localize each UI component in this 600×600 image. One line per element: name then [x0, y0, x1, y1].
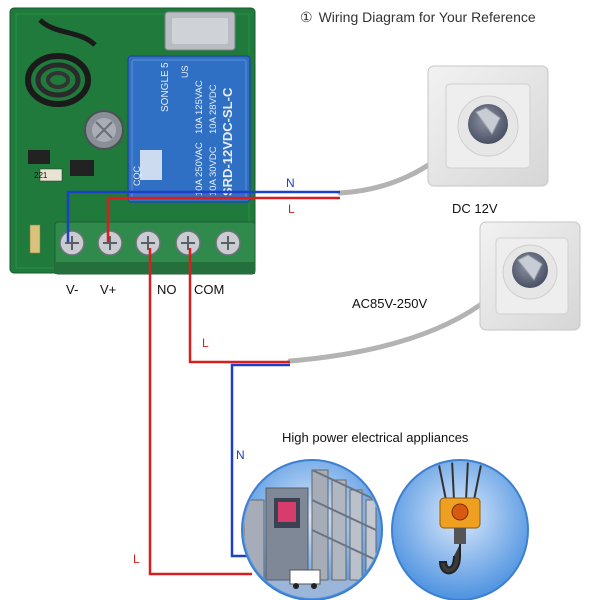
ac-source-label: AC85V-250V [352, 296, 428, 311]
terminal-label-v-minus: V- [66, 282, 79, 297]
relay-pin-number: 5 [160, 62, 171, 68]
load-l-label: L [133, 552, 140, 566]
diagram-title: ① Wiring Diagram for Your Reference [300, 9, 536, 26]
relay-rating-1: 10A 30VDC [208, 146, 219, 196]
dc-neutral-wire [66, 190, 340, 242]
dc-live-wire [106, 196, 340, 242]
ac-n-label: N [236, 448, 245, 462]
terminal-screws [59, 230, 241, 256]
terminal-label-no: NO [157, 282, 177, 297]
title-marker: ① [300, 9, 313, 25]
terminal-label-v-plus: V+ [100, 282, 117, 297]
crane-hook-appliance-image [391, 459, 529, 600]
relay-board-image: SRD-12VDC-SL-C 10A 30VDC 10A 28VDC 10A 2… [9, 7, 256, 275]
dc-source-label: DC 12V [452, 201, 498, 216]
title-text: Wiring Diagram for Your Reference [318, 9, 536, 25]
appliances-label: High power electrical appliances [282, 430, 469, 445]
terminal-screw [135, 230, 161, 256]
antenna-coil [25, 18, 97, 107]
component-label: 221 [34, 171, 48, 180]
terminal-screw [175, 230, 201, 256]
relay-brand: SONGLE [160, 70, 171, 112]
ac-live-wire [188, 248, 290, 364]
terminal-label-com: COM [194, 282, 225, 297]
terminal-screw [59, 230, 85, 256]
wall-socket-ac-image [479, 221, 581, 331]
ac-l-label: L [202, 336, 209, 350]
relay-rating-4: 10A 125VAC [194, 80, 205, 134]
relay-text-group: SRD-12VDC-SL-C 10A 30VDC 10A 28VDC 10A 2… [132, 62, 235, 196]
terminal-screw [215, 230, 241, 256]
relay-rating-3: 10A 250VAC [194, 142, 205, 196]
relay-rating-2: 10A 28VDC [208, 84, 219, 134]
gate-appliance-image [241, 459, 383, 600]
terminal-screw [97, 230, 123, 256]
capacitor [84, 110, 124, 150]
ac-neutral-wire [230, 363, 290, 558]
wall-socket-dc-image [427, 65, 549, 187]
relay-model-text: SRD-12VDC-SL-C [220, 87, 235, 196]
ac-cable [287, 265, 515, 364]
load-live-wire [148, 248, 252, 576]
relay-cqc-mark: CQC [132, 166, 142, 187]
relay-us-mark: US [180, 65, 190, 78]
dc-l-label: L [288, 202, 295, 216]
dc-n-label: N [286, 176, 295, 190]
